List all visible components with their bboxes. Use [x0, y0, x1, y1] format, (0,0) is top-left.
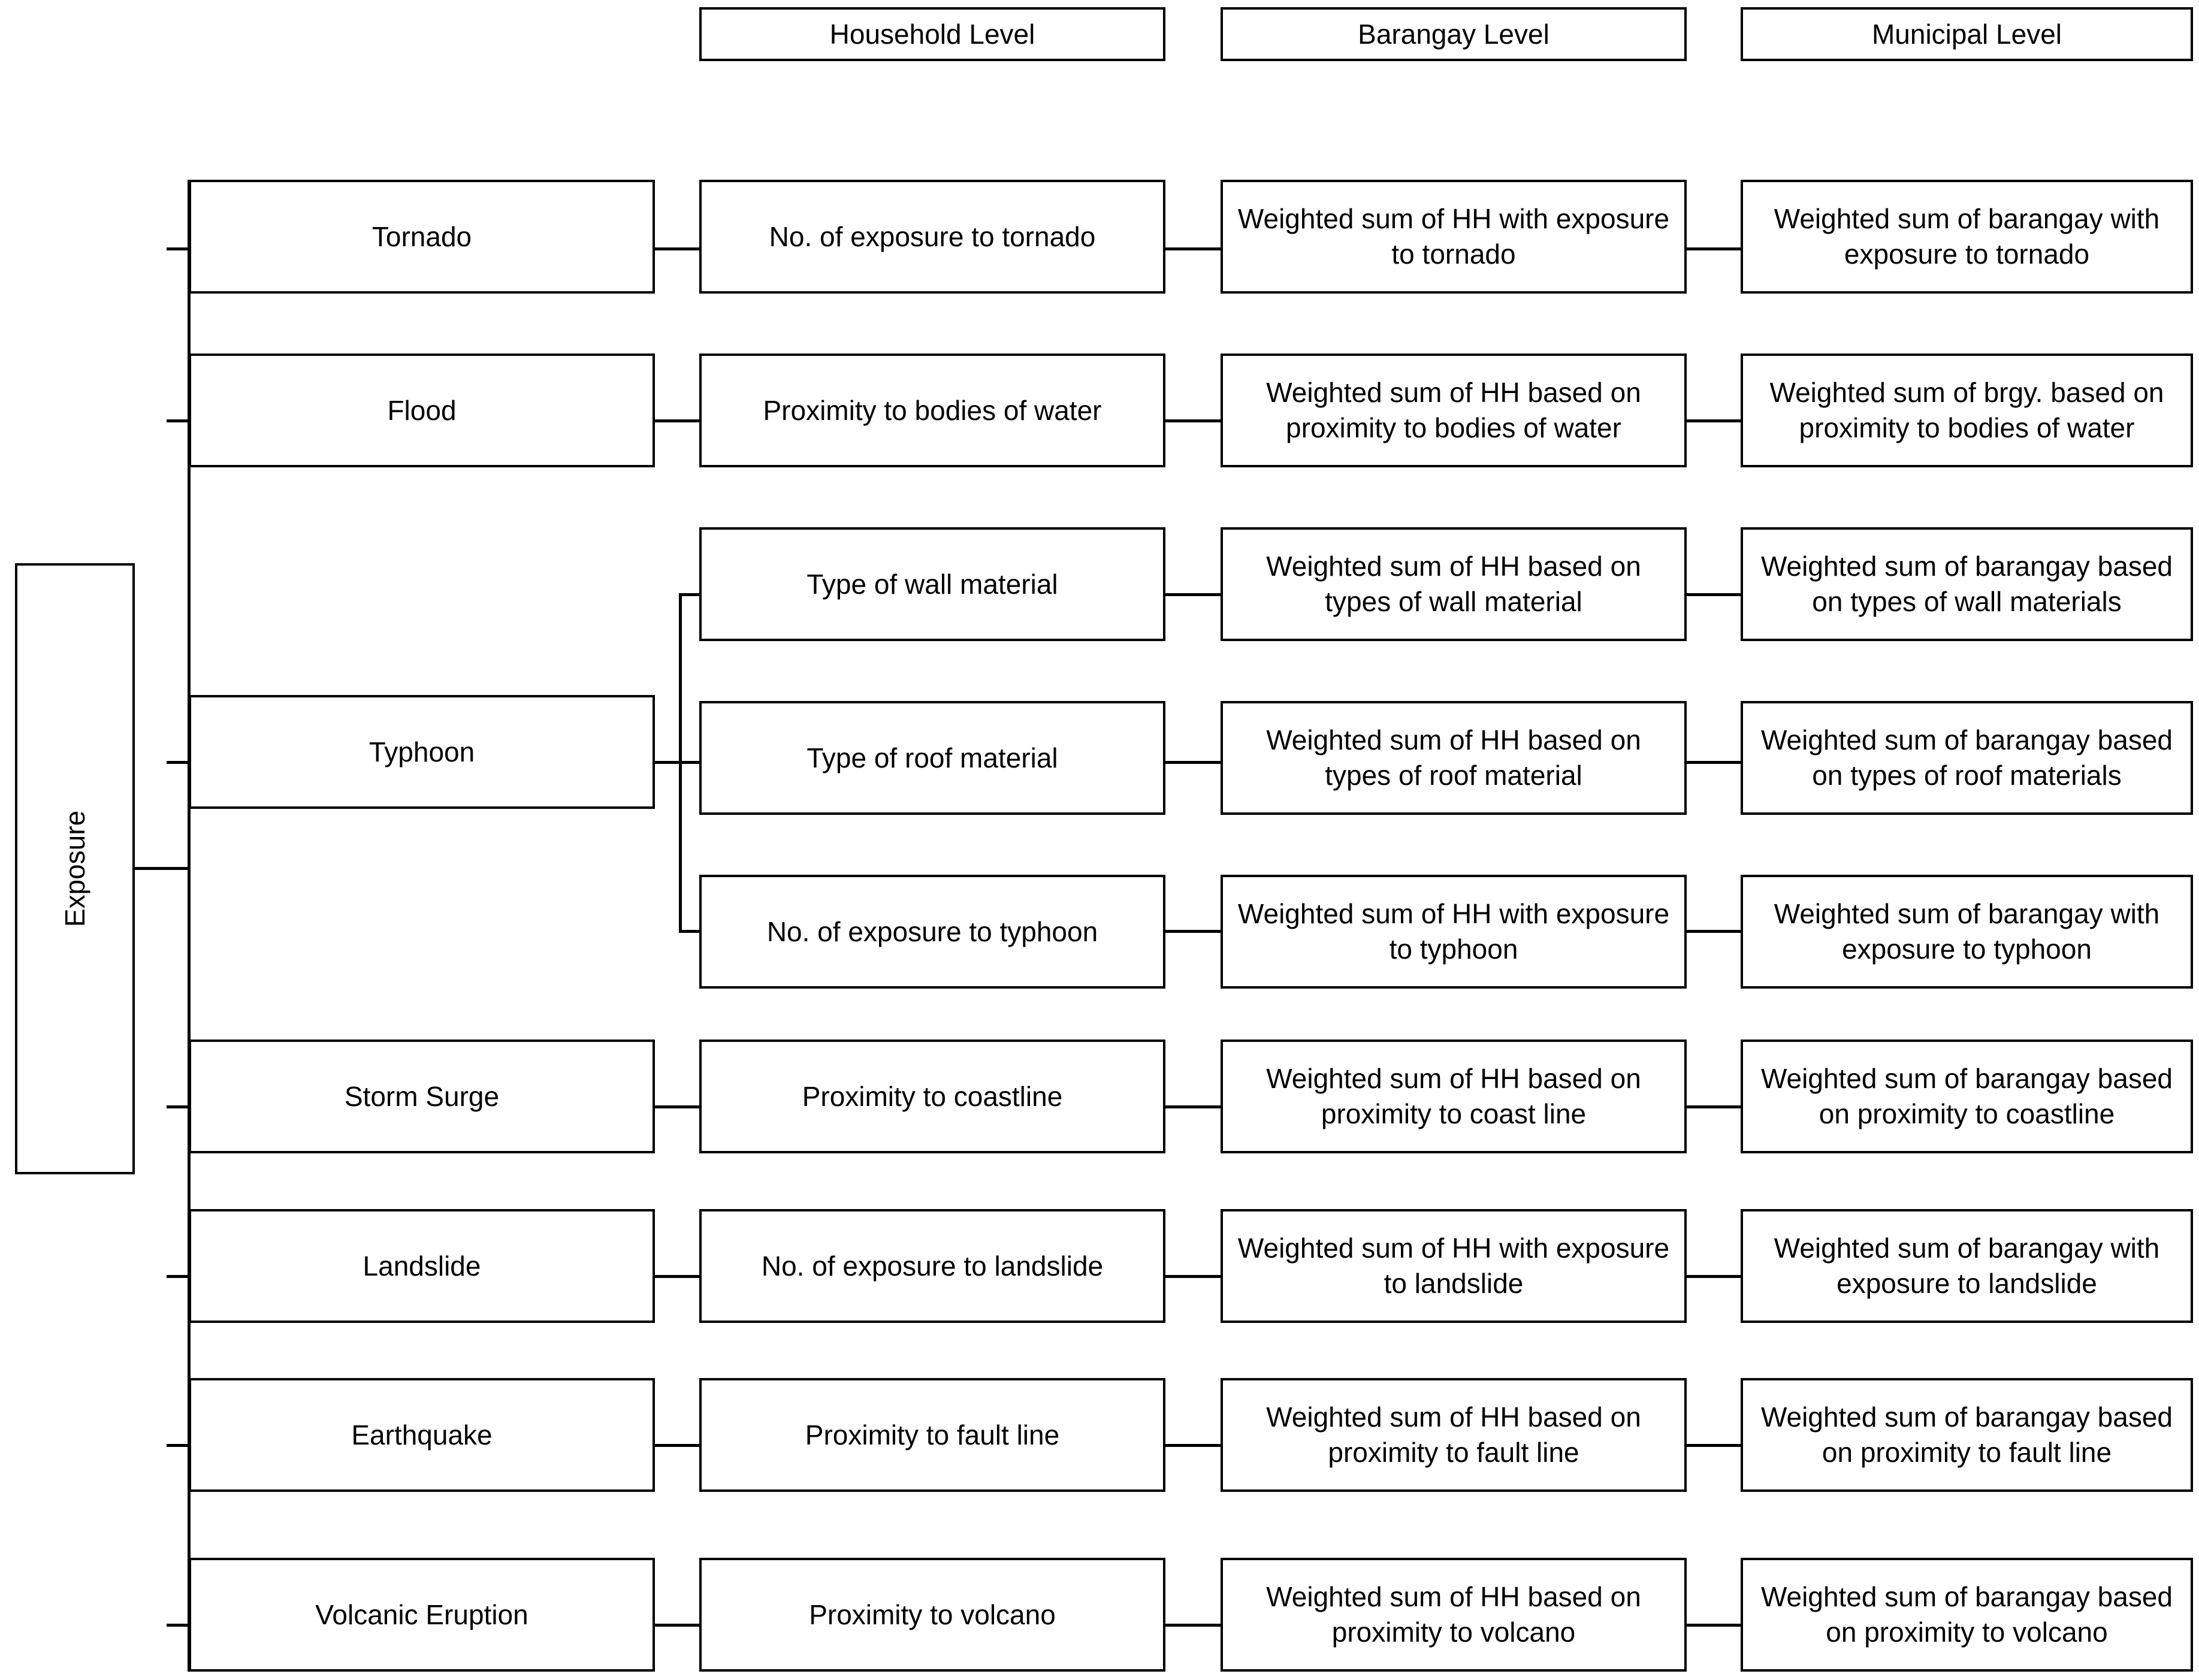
hazard-box-typhoon: Typhoon: [189, 695, 655, 809]
connector-trunk-volcanic-eruption: [167, 1624, 191, 1627]
municipal-box-roof-material: Weighted sum of barangay based on types …: [1741, 701, 2193, 815]
connector-household-barangay-tornado: [1163, 247, 1223, 250]
municipal-box-storm-surge: Weighted sum of barangay based on proxim…: [1741, 1040, 2193, 1153]
column-header-barangay: Barangay Level: [1221, 7, 1687, 61]
connector-barangay-municipal-roof: [1684, 761, 1743, 764]
connector-earthquake-household: [655, 1444, 700, 1447]
connector-trunk-earthquake: [167, 1444, 191, 1447]
connector-trunk-typhoon: [167, 761, 191, 764]
connector-household-barangay-landslide: [1163, 1275, 1223, 1278]
connector-household-barangay-volcanic: [1163, 1624, 1223, 1627]
connector-barangay-municipal-volcanic: [1684, 1624, 1743, 1627]
barangay-box-roof-material: Weighted sum of HH based on types of roo…: [1221, 701, 1687, 815]
connector-barangay-municipal-earthquake: [1684, 1444, 1743, 1447]
connector-barangay-municipal-wall: [1684, 593, 1743, 596]
connector-typhoon-bracket-stem: [655, 761, 681, 764]
column-header-municipal: Municipal Level: [1741, 7, 2193, 61]
connector-household-barangay-roof: [1163, 761, 1223, 764]
connector-typhoon-exposure: [679, 930, 700, 933]
household-box-wall-material: Type of wall material: [699, 527, 1165, 641]
municipal-box-typhoon-exposure: Weighted sum of barangay with exposure t…: [1741, 875, 2193, 989]
connector-household-barangay-earthquake: [1163, 1444, 1223, 1447]
connector-barangay-municipal-landslide: [1684, 1275, 1743, 1278]
household-box-earthquake: Proximity to fault line: [699, 1378, 1165, 1492]
root-node-exposure: Exposure: [15, 563, 135, 1174]
hazard-box-landslide: Landslide: [189, 1209, 655, 1323]
column-header-household: Household Level: [699, 7, 1165, 61]
household-box-flood: Proximity to bodies of water: [699, 353, 1165, 467]
household-box-volcanic-eruption: Proximity to volcano: [699, 1558, 1165, 1672]
municipal-box-landslide: Weighted sum of barangay with exposure t…: [1741, 1209, 2193, 1323]
barangay-box-earthquake: Weighted sum of HH based on proximity to…: [1221, 1378, 1687, 1492]
barangay-box-tornado: Weighted sum of HH with exposure to torn…: [1221, 180, 1687, 294]
connector-barangay-municipal-flood: [1684, 419, 1743, 422]
connector-barangay-municipal-storm-surge: [1684, 1105, 1743, 1108]
municipal-box-flood: Weighted sum of brgy. based on proximity…: [1741, 353, 2193, 467]
connector-household-barangay-wall: [1163, 593, 1223, 596]
barangay-box-landslide: Weighted sum of HH with exposure to land…: [1221, 1209, 1687, 1323]
household-box-typhoon-exposure: No. of exposure to typhoon: [699, 875, 1165, 989]
root-node-label: Exposure: [59, 810, 90, 927]
connector-trunk-landslide: [167, 1275, 191, 1278]
connector-root-to-trunk: [135, 867, 190, 870]
connector-typhoon-roof-material: [679, 761, 700, 764]
connector-flood-household: [655, 419, 700, 422]
municipal-box-wall-material: Weighted sum of barangay based on types …: [1741, 527, 2193, 641]
connector-trunk-tornado: [167, 247, 191, 250]
connector-tornado-household: [655, 247, 700, 250]
hazard-box-earthquake: Earthquake: [189, 1378, 655, 1492]
connector-landslide-household: [655, 1275, 700, 1278]
household-box-landslide: No. of exposure to landslide: [699, 1209, 1165, 1323]
hazard-box-tornado: Tornado: [189, 180, 655, 294]
household-box-storm-surge: Proximity to coastline: [699, 1040, 1165, 1153]
connector-typhoon-wall-material: [679, 593, 700, 596]
municipal-box-tornado: Weighted sum of barangay with exposure t…: [1741, 180, 2193, 294]
hazard-box-flood: Flood: [189, 353, 655, 467]
hazard-box-volcanic-eruption: Volcanic Eruption: [189, 1558, 655, 1672]
connector-household-barangay-typhoon: [1163, 930, 1223, 933]
connector-trunk-flood: [167, 419, 191, 422]
connector-volcanic-household: [655, 1624, 700, 1627]
barangay-box-typhoon-exposure: Weighted sum of HH with exposure to typh…: [1221, 875, 1687, 989]
household-box-roof-material: Type of roof material: [699, 701, 1165, 815]
connector-barangay-municipal-typhoon: [1684, 930, 1743, 933]
connector-trunk: [188, 180, 191, 1672]
connector-barangay-municipal-tornado: [1684, 247, 1743, 250]
barangay-box-flood: Weighted sum of HH based on proximity to…: [1221, 353, 1687, 467]
barangay-box-volcanic-eruption: Weighted sum of HH based on proximity to…: [1221, 1558, 1687, 1672]
barangay-box-wall-material: Weighted sum of HH based on types of wal…: [1221, 527, 1687, 641]
municipal-box-volcanic-eruption: Weighted sum of barangay based on proxim…: [1741, 1558, 2193, 1672]
municipal-box-earthquake: Weighted sum of barangay based on proxim…: [1741, 1378, 2193, 1492]
connector-storm-surge-household: [655, 1105, 700, 1108]
connector-household-barangay-storm-surge: [1163, 1105, 1223, 1108]
connector-trunk-storm-surge: [167, 1105, 191, 1108]
connector-household-barangay-flood: [1163, 419, 1223, 422]
hazard-box-storm-surge: Storm Surge: [189, 1040, 655, 1153]
household-box-tornado: No. of exposure to tornado: [699, 180, 1165, 294]
barangay-box-storm-surge: Weighted sum of HH based on proximity to…: [1221, 1040, 1687, 1153]
